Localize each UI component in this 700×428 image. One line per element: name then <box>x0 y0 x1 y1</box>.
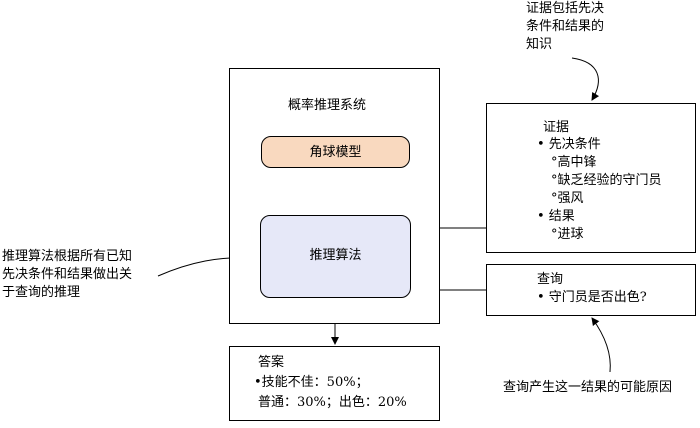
inference-algorithm-label: 推理算法 <box>309 248 362 263</box>
answer-box: 答案 •技能不佳：50%； 普通：30%；出色：20% <box>229 346 440 421</box>
answer-line-2: 普通：30%；出色：20% <box>258 395 407 410</box>
evidence-precondition-label: • 先决条件 <box>537 137 601 152</box>
answer-line-1: •技能不佳：50%； <box>254 375 369 390</box>
corner-kick-model-box[interactable]: 角球模型 <box>261 136 410 168</box>
evidence-item-tall-striker: °高中锋 <box>551 155 597 170</box>
evidence-note-line-1: 证据包括先决 <box>526 1 605 16</box>
evidence-item-inexperienced-keeper: °缺乏经验的守门员 <box>551 173 662 188</box>
reasoning-system-title: 概率推理系统 <box>288 98 367 113</box>
evidence-item-goal: °进球 <box>551 227 584 242</box>
query-heading: 查询 <box>537 272 564 287</box>
evidence-box: 证据 • 先决条件 °高中锋 °缺乏经验的守门员 °强风 • 结果 °进球 <box>486 103 696 253</box>
query-note: 查询产生这一结果的可能原因 <box>503 380 673 395</box>
evidence-note-line-2: 条件和结果的 <box>526 19 605 34</box>
query-item: • 守门员是否出色? <box>537 290 647 305</box>
query-box: 查询 • 守门员是否出色? <box>486 264 696 316</box>
inference-algorithm-box[interactable]: 推理算法 <box>260 215 411 298</box>
algorithm-note-line-3: 于查询的推理 <box>2 285 81 300</box>
evidence-outcome-label: • 结果 <box>537 209 575 224</box>
algorithm-note-line-1: 推理算法根据所有已知 <box>2 249 133 264</box>
answer-heading: 答案 <box>258 355 285 370</box>
evidence-item-strong-wind: °强风 <box>551 191 584 206</box>
query-note-arrow <box>591 317 611 373</box>
evidence-note-arrow <box>571 57 600 101</box>
evidence-heading: 证据 <box>543 120 570 135</box>
algorithm-note-line-2: 先决条件和结果做出关 <box>2 267 133 282</box>
evidence-note-line-3: 知识 <box>526 37 553 52</box>
corner-kick-model-label: 角球模型 <box>309 145 362 160</box>
